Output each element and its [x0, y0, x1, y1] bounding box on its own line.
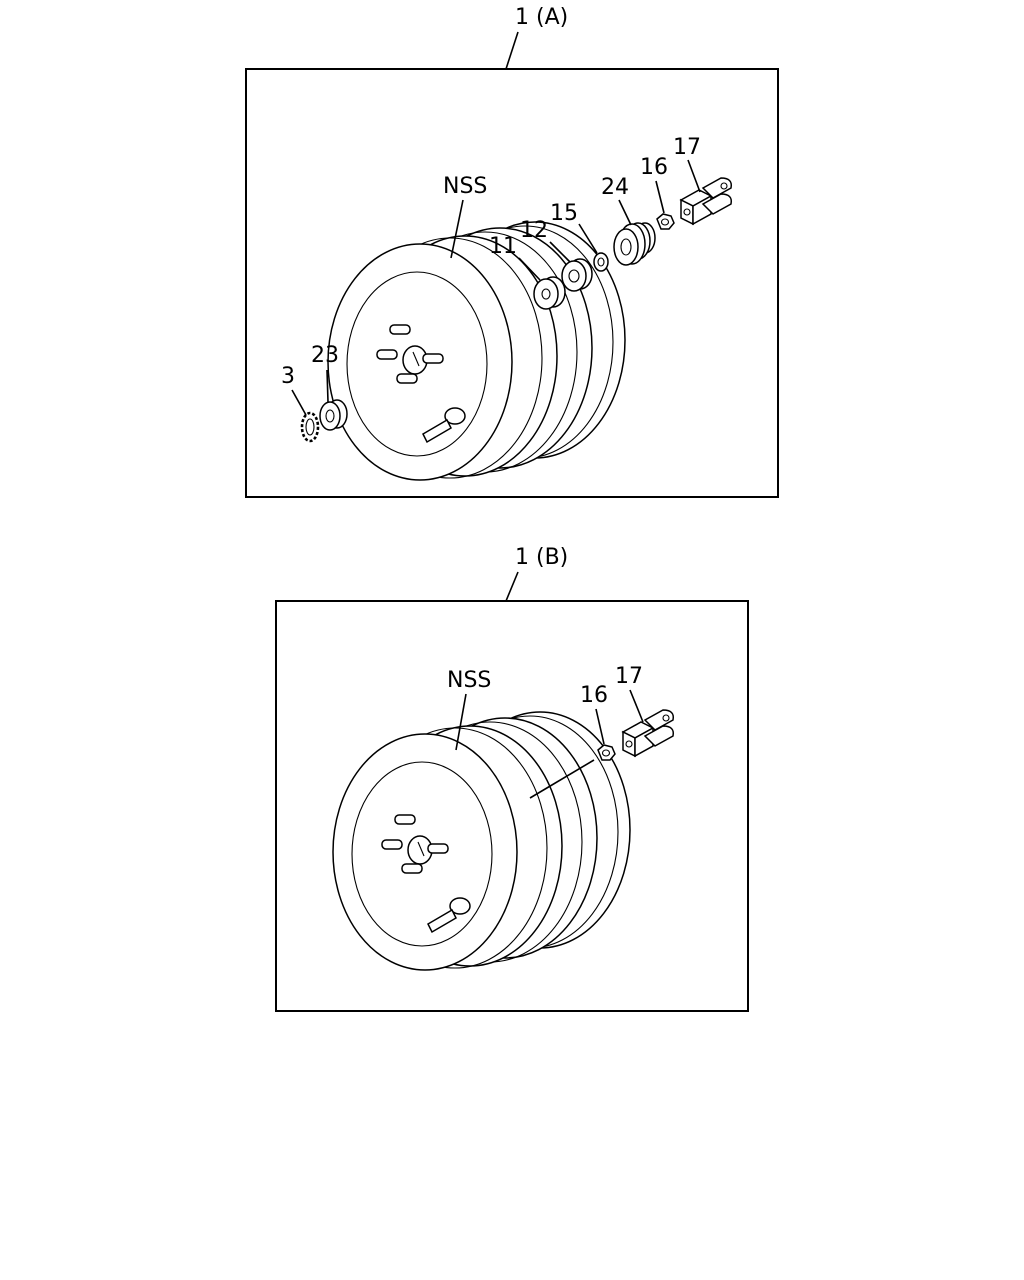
- panel-b: 1 (B) NSS 16 17: [275, 545, 749, 1012]
- callout-16-b: 16: [580, 683, 608, 708]
- panel-b-title: 1 (B): [515, 545, 568, 570]
- panel-a-title: 1 (A): [515, 5, 568, 30]
- leader-11: [518, 257, 541, 281]
- callout-17-a: 17: [673, 135, 701, 160]
- callout-15: 15: [550, 201, 578, 226]
- callout-17-b: 17: [615, 664, 643, 689]
- callout-12: 12: [520, 218, 548, 243]
- part-11: [533, 276, 566, 310]
- nut-16-a: [656, 213, 675, 230]
- nut-16-b: [597, 744, 616, 761]
- leader-nss-a: [450, 199, 464, 259]
- leader-17-a: [687, 159, 701, 193]
- booster-drum-b: [332, 711, 631, 971]
- panel-a: 1 (A): [245, 5, 779, 498]
- boot-24: [613, 222, 656, 266]
- lock-washer-3: [300, 411, 320, 443]
- part-15: [593, 252, 609, 272]
- leader-23: [326, 369, 329, 403]
- leader-16-a: [655, 180, 665, 214]
- leader-24: [618, 199, 632, 226]
- callout-16-a: 16: [640, 155, 668, 180]
- callout-11: 11: [489, 234, 517, 259]
- clevis-17-b: [622, 709, 675, 757]
- leader-nss-b: [455, 693, 467, 751]
- callout-23: 23: [311, 343, 339, 368]
- leader-12: [549, 241, 571, 263]
- clevis-17-a: [680, 177, 733, 225]
- leader-15: [578, 223, 598, 254]
- panel-b-frame: [275, 600, 749, 1012]
- leader-17-b: [629, 689, 644, 723]
- seal-23: [319, 399, 348, 431]
- leader-3: [291, 389, 307, 416]
- callout-nss-a: NSS: [443, 174, 487, 199]
- callout-nss-b: NSS: [447, 668, 491, 693]
- leader-16-b: [595, 708, 605, 745]
- panel-b-title-leader: [505, 571, 519, 602]
- panel-a-frame: [245, 68, 779, 498]
- panel-a-title-leader: [505, 31, 519, 70]
- push-rod-b: [529, 759, 595, 799]
- part-12: [561, 258, 593, 292]
- callout-3: 3: [281, 364, 295, 389]
- callout-24: 24: [601, 175, 629, 200]
